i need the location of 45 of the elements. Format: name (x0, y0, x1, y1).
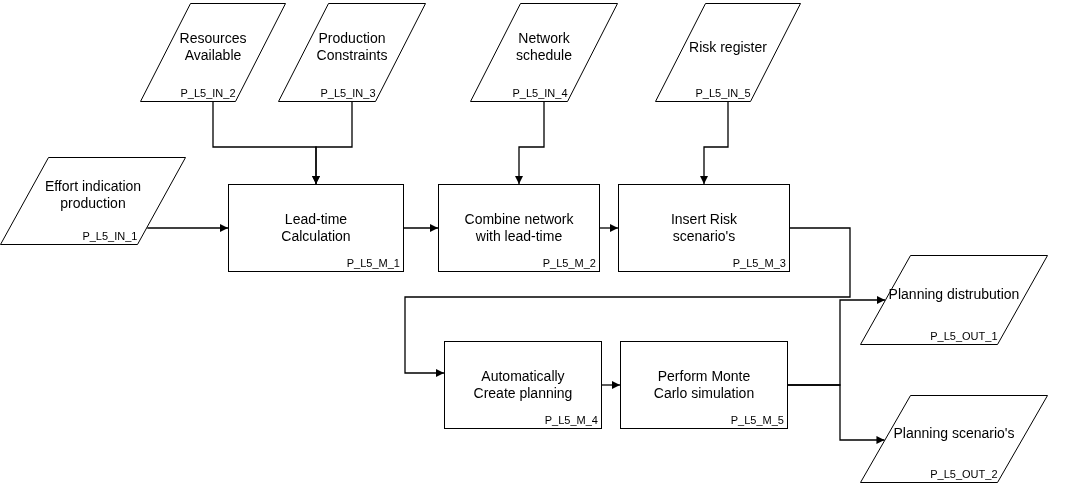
node-id: P_L5_IN_2 (180, 87, 236, 99)
arrow (403, 224, 439, 232)
arrow (787, 384, 886, 444)
process-box (620, 341, 788, 429)
node-label: Network schedule (514, 29, 573, 64)
node-id: P_L5_M_3 (732, 257, 786, 269)
data-parallelogram (860, 255, 1048, 345)
data-parallelogram (0, 157, 186, 245)
node-id: P_L5_M_5 (730, 414, 784, 426)
node-label: Effort indication production (43, 178, 143, 212)
node-label: Combine network with lead-time (463, 211, 575, 245)
data-parallelogram (470, 3, 618, 102)
process-box (444, 341, 602, 429)
arrow (700, 101, 729, 185)
node-id: P_L5_IN_5 (695, 87, 751, 99)
arrow (146, 224, 229, 232)
node-id: P_L5_IN_1 (82, 230, 138, 242)
data-parallelogram (860, 395, 1048, 483)
arrow (312, 101, 353, 185)
process-box (618, 184, 790, 272)
arrow (601, 381, 621, 389)
arrow (515, 101, 545, 185)
node-label: Insert Risk scenario's (669, 211, 739, 245)
node-label: Risk register (688, 38, 768, 55)
node-id: P_L5_OUT_1 (930, 330, 998, 342)
node-label: Lead-time Calculation (280, 211, 352, 245)
node-label: Planning distrubution (887, 285, 1021, 303)
node-id: P_L5_M_2 (542, 257, 596, 269)
arrow (599, 224, 619, 232)
node-id: P_L5_M_4 (544, 414, 598, 426)
process-box (228, 184, 404, 272)
node-id: P_L5_IN_4 (512, 87, 568, 99)
node-label: Planning scenario's (892, 424, 1016, 442)
data-parallelogram (655, 3, 801, 102)
data-parallelogram (140, 3, 286, 102)
node-id: P_L5_OUT_2 (930, 468, 998, 480)
node-id: P_L5_M_1 (346, 257, 400, 269)
process-box (438, 184, 600, 272)
node-label: Resources Available (178, 29, 248, 64)
data-parallelogram (278, 3, 426, 102)
arrow (404, 227, 851, 377)
node-label: Perform Monte Carlo simulation (652, 368, 756, 402)
node-label: Production Constraints (315, 29, 389, 64)
node-label: Automatically Create planning (472, 368, 574, 402)
node-id: P_L5_IN_3 (320, 87, 376, 99)
